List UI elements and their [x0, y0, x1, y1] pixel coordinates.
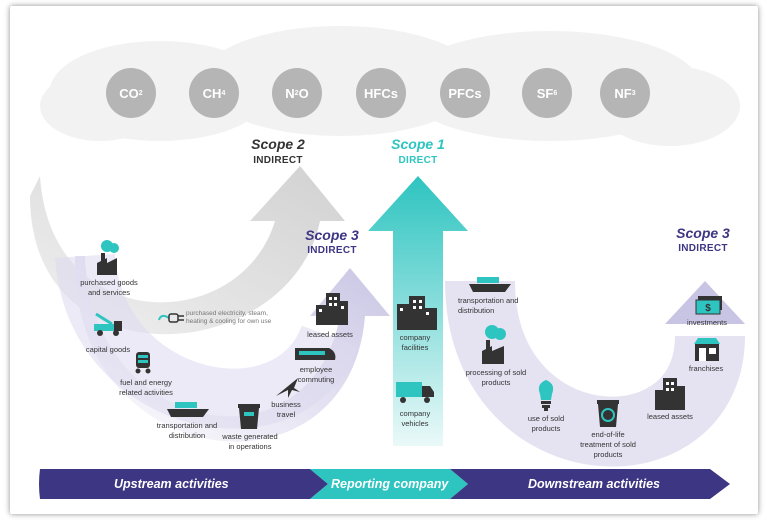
scope3-upstream-subtitle: INDIRECT	[307, 245, 357, 256]
scope2-subtitle: INDIRECT	[253, 155, 303, 166]
downstream-leased-assets-label: leased assets	[647, 412, 693, 421]
company-facilities-label: company facilities	[399, 333, 431, 352]
upstream-activities-label: Upstream activities	[114, 477, 229, 491]
downstream-bar	[450, 469, 730, 499]
company-vehicles-label: company vehicles	[399, 409, 431, 428]
gas-hfcs: HFCs	[356, 68, 406, 118]
scope1-subtitle: DIRECT	[398, 155, 438, 166]
processing-label: processing of sold products	[465, 368, 527, 387]
fuel-tank-icon	[135, 352, 151, 374]
recycle-bin-icon	[597, 400, 619, 427]
plug-icon	[158, 313, 184, 323]
scope1-title: Scope 1	[391, 136, 445, 152]
employee-commuting-label: employee commuting	[297, 365, 335, 384]
downstream-activities-label: Downstream activities	[528, 477, 660, 491]
capital-goods-label: capital goods	[85, 345, 131, 354]
scope3-downstream-title: Scope 3	[676, 225, 730, 241]
waste-bin-icon	[238, 404, 260, 429]
upstream-leased-assets-label: leased assets	[307, 330, 353, 339]
downstream-transport-label: transportation and distribution	[458, 296, 519, 315]
reporting-bar	[310, 469, 468, 499]
lightbulb-icon	[538, 380, 554, 411]
use-of-sold-products-label: use of sold products	[527, 414, 565, 433]
scope3-upstream-title: Scope 3	[305, 227, 359, 243]
upstream-bar	[39, 469, 328, 499]
buildings-icon	[316, 293, 348, 325]
storefront-icon	[694, 338, 720, 361]
scope2-title: Scope 2	[251, 136, 305, 152]
train-icon	[295, 348, 336, 360]
business-travel-label: business travel	[271, 400, 301, 419]
reporting-company-label: Reporting company	[331, 477, 449, 491]
factory-icon	[482, 325, 506, 364]
company-facilities-icon	[397, 296, 437, 330]
waste-label: waste generated in operations	[222, 432, 278, 451]
money-icon: $	[695, 296, 722, 315]
ship-icon	[469, 277, 511, 292]
svg-text:$: $	[705, 303, 711, 314]
purchased-electricity-label: purchased electricity, steam, heating & …	[186, 310, 272, 326]
gas-pfcs: PFCs	[440, 68, 490, 118]
franchises-label: franchises	[688, 364, 724, 373]
factory-icon	[97, 240, 119, 275]
airplane-icon	[276, 378, 300, 398]
scope3-downstream-subtitle: INDIRECT	[678, 243, 728, 254]
investments-label: investments	[686, 318, 728, 327]
end-of-life-label: end-of-life treatment of sold products	[580, 430, 636, 459]
upstream-transport-label: transportation and distribution	[156, 421, 218, 440]
buildings-icon	[655, 378, 685, 410]
truck-icon	[396, 382, 434, 403]
purchased-goods-label: purchased goods and services	[80, 278, 138, 297]
ship-icon	[167, 402, 209, 417]
fuel-energy-label: fuel and energy related activities	[119, 378, 173, 397]
truck-crane-icon	[94, 312, 122, 336]
